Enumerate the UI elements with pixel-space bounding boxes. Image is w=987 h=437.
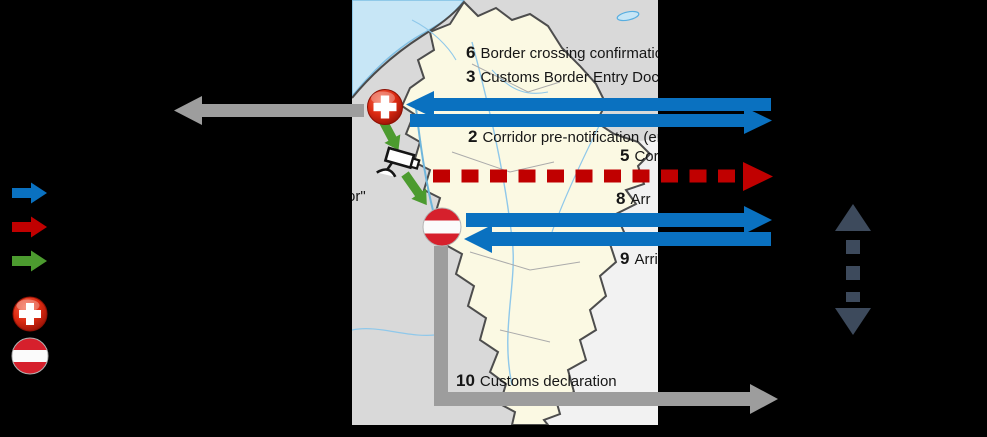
step-number: 10 [456,371,475,390]
step-number: 6 [466,43,476,62]
slate-dashed-double-arrow [835,204,871,335]
step-text: Customs Border Entry Docu [480,69,658,86]
arrowhead-down [835,308,871,335]
small-lake [616,10,640,22]
legend-red-arrow-icon [12,216,47,238]
step-number: 5 [620,146,630,165]
step-text: Corridor pre-notification (en [482,129,658,146]
step-number: 2 [468,127,478,146]
step-text: Arri [634,251,658,268]
step-number: 9 [620,249,630,268]
step-text: Customs declaration [479,373,617,390]
legend-austria-flag-icon [11,337,49,375]
step-number: 8 [616,189,626,208]
legend-blue-arrow-icon [12,182,47,204]
legend-swiss-flag-icon [12,296,48,332]
legend [11,182,49,375]
gray-arrow-exit-left [174,96,364,125]
red-dashed-arrowhead [743,162,773,191]
map-base [352,0,658,425]
step-text: Cor [634,148,658,165]
legend-green-arrow-icon [12,250,47,272]
river-west [352,328,443,336]
arrowhead-up [835,204,871,231]
step-text: Border crossing confirmatio [480,45,658,62]
corridor-label-fragment: or" [352,188,366,205]
step-number: 3 [466,67,476,86]
border-lake-shore [352,1,465,99]
step-text: Arr [630,191,651,208]
